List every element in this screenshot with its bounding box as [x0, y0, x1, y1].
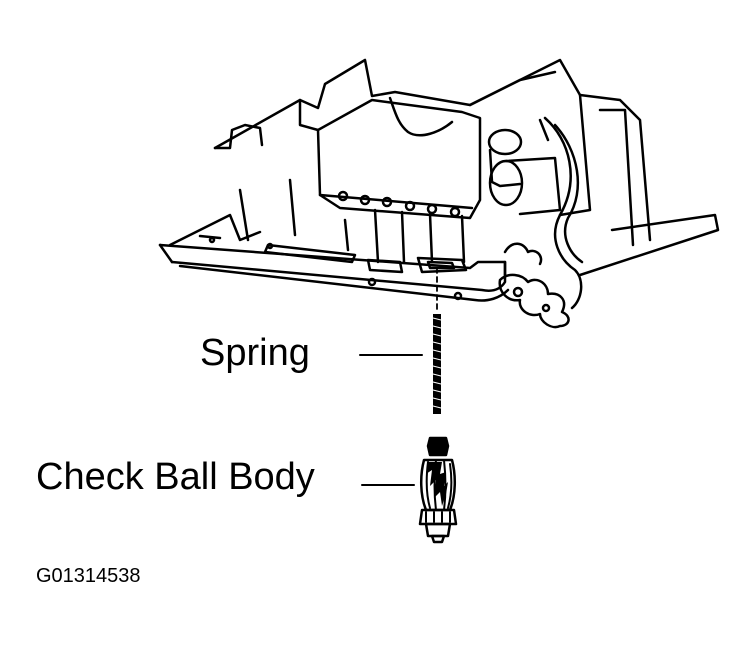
solenoid-assembly — [487, 118, 562, 216]
spring-part — [432, 314, 442, 414]
transmission-case — [168, 58, 720, 277]
wiring-bracket — [498, 116, 584, 329]
valve-body-block — [316, 98, 482, 264]
figure-id: G01314538 — [36, 565, 141, 587]
check-ball-body-label: Check Ball Body — [36, 456, 315, 498]
check-ball-body-part — [418, 436, 458, 544]
spring-label: Spring — [200, 332, 310, 374]
valve-plate — [158, 234, 510, 302]
